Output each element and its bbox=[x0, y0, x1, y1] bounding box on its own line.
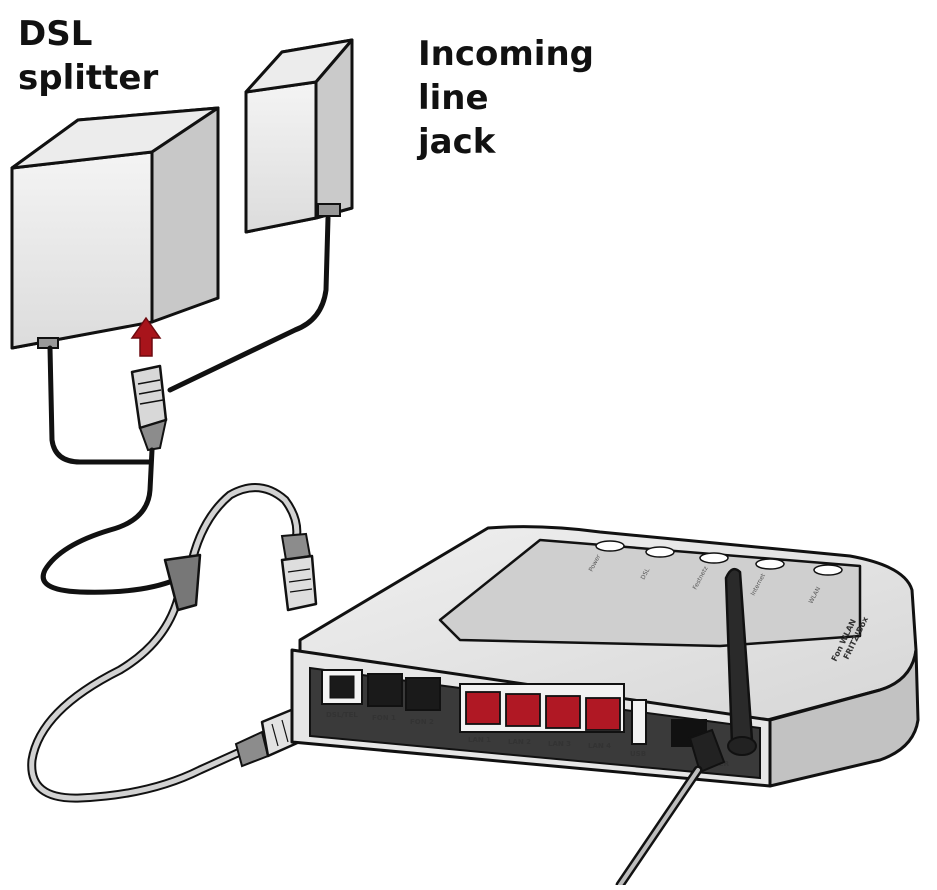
router-antenna bbox=[724, 567, 757, 756]
insert-into-splitter-arrow-icon bbox=[130, 316, 162, 357]
splitter-plug bbox=[130, 364, 168, 452]
jack-to-splitter-cable bbox=[167, 215, 331, 393]
dsl-splitter-label-line-1: DSL bbox=[18, 14, 93, 54]
y-cable-spare-plug bbox=[280, 532, 318, 612]
port-label-fon2: FON 2 bbox=[410, 718, 434, 726]
incoming-line-jack-label-line-2: line bbox=[418, 78, 489, 118]
incoming-line-jack-front bbox=[244, 80, 318, 234]
port-label-dsl-tel: DSL/TEL bbox=[326, 711, 358, 719]
router-side bbox=[768, 648, 920, 788]
port-fon1 bbox=[367, 673, 403, 707]
router-phone-ports: DSL/TEL FON 1 FON 2 bbox=[321, 669, 441, 726]
port-label-fon1: FON 1 bbox=[372, 714, 396, 722]
port-label-usb: USB bbox=[630, 750, 646, 758]
led-internet bbox=[755, 558, 785, 570]
dsl-splitter bbox=[10, 106, 220, 350]
port-fon2 bbox=[405, 677, 441, 711]
led-power bbox=[595, 540, 625, 552]
port-lan2 bbox=[505, 693, 541, 727]
incoming-line-jack-label: Incoming line jack bbox=[418, 32, 594, 164]
dsl-splitter-label: DSL splitter bbox=[18, 12, 158, 100]
led-dsl bbox=[645, 546, 675, 558]
incoming-line-jack-label-line-3: jack bbox=[418, 122, 496, 162]
led-wlan bbox=[813, 564, 843, 576]
incoming-line-jack-side bbox=[314, 38, 354, 220]
port-label-lan1: LAN 1 bbox=[468, 736, 491, 744]
port-usb bbox=[631, 699, 647, 745]
splitter-to-y-cable bbox=[40, 447, 178, 595]
incoming-line-jack bbox=[244, 38, 354, 234]
led-festnetz bbox=[699, 552, 729, 564]
dsl-splitter-side bbox=[150, 106, 220, 324]
dsl-splitter-front bbox=[10, 150, 154, 350]
router-power-cable bbox=[615, 728, 726, 890]
y-splitter-junction bbox=[163, 553, 202, 612]
incoming-line-jack-label-line-1: Incoming bbox=[418, 34, 594, 74]
incoming-line-jack-socket bbox=[317, 203, 341, 217]
dsl-splitter-label-line-2: splitter bbox=[18, 58, 159, 98]
port-lan4 bbox=[585, 697, 621, 731]
router-lan-ports: LAN 1 LAN 2 LAN 3 LAN 4 bbox=[459, 683, 625, 750]
port-lan3 bbox=[545, 695, 581, 729]
port-label-lan3: LAN 3 bbox=[548, 740, 571, 748]
y-cable bbox=[27, 483, 302, 803]
router-top-panel bbox=[438, 538, 862, 648]
port-lan1 bbox=[465, 691, 501, 725]
port-label-lan4: LAN 4 bbox=[588, 742, 611, 750]
port-label-lan2: LAN 2 bbox=[508, 738, 531, 746]
router: Power DSL Festnetz Internet WLAN FRITZ!B… bbox=[290, 525, 920, 890]
splitter-output-cable bbox=[47, 345, 153, 465]
